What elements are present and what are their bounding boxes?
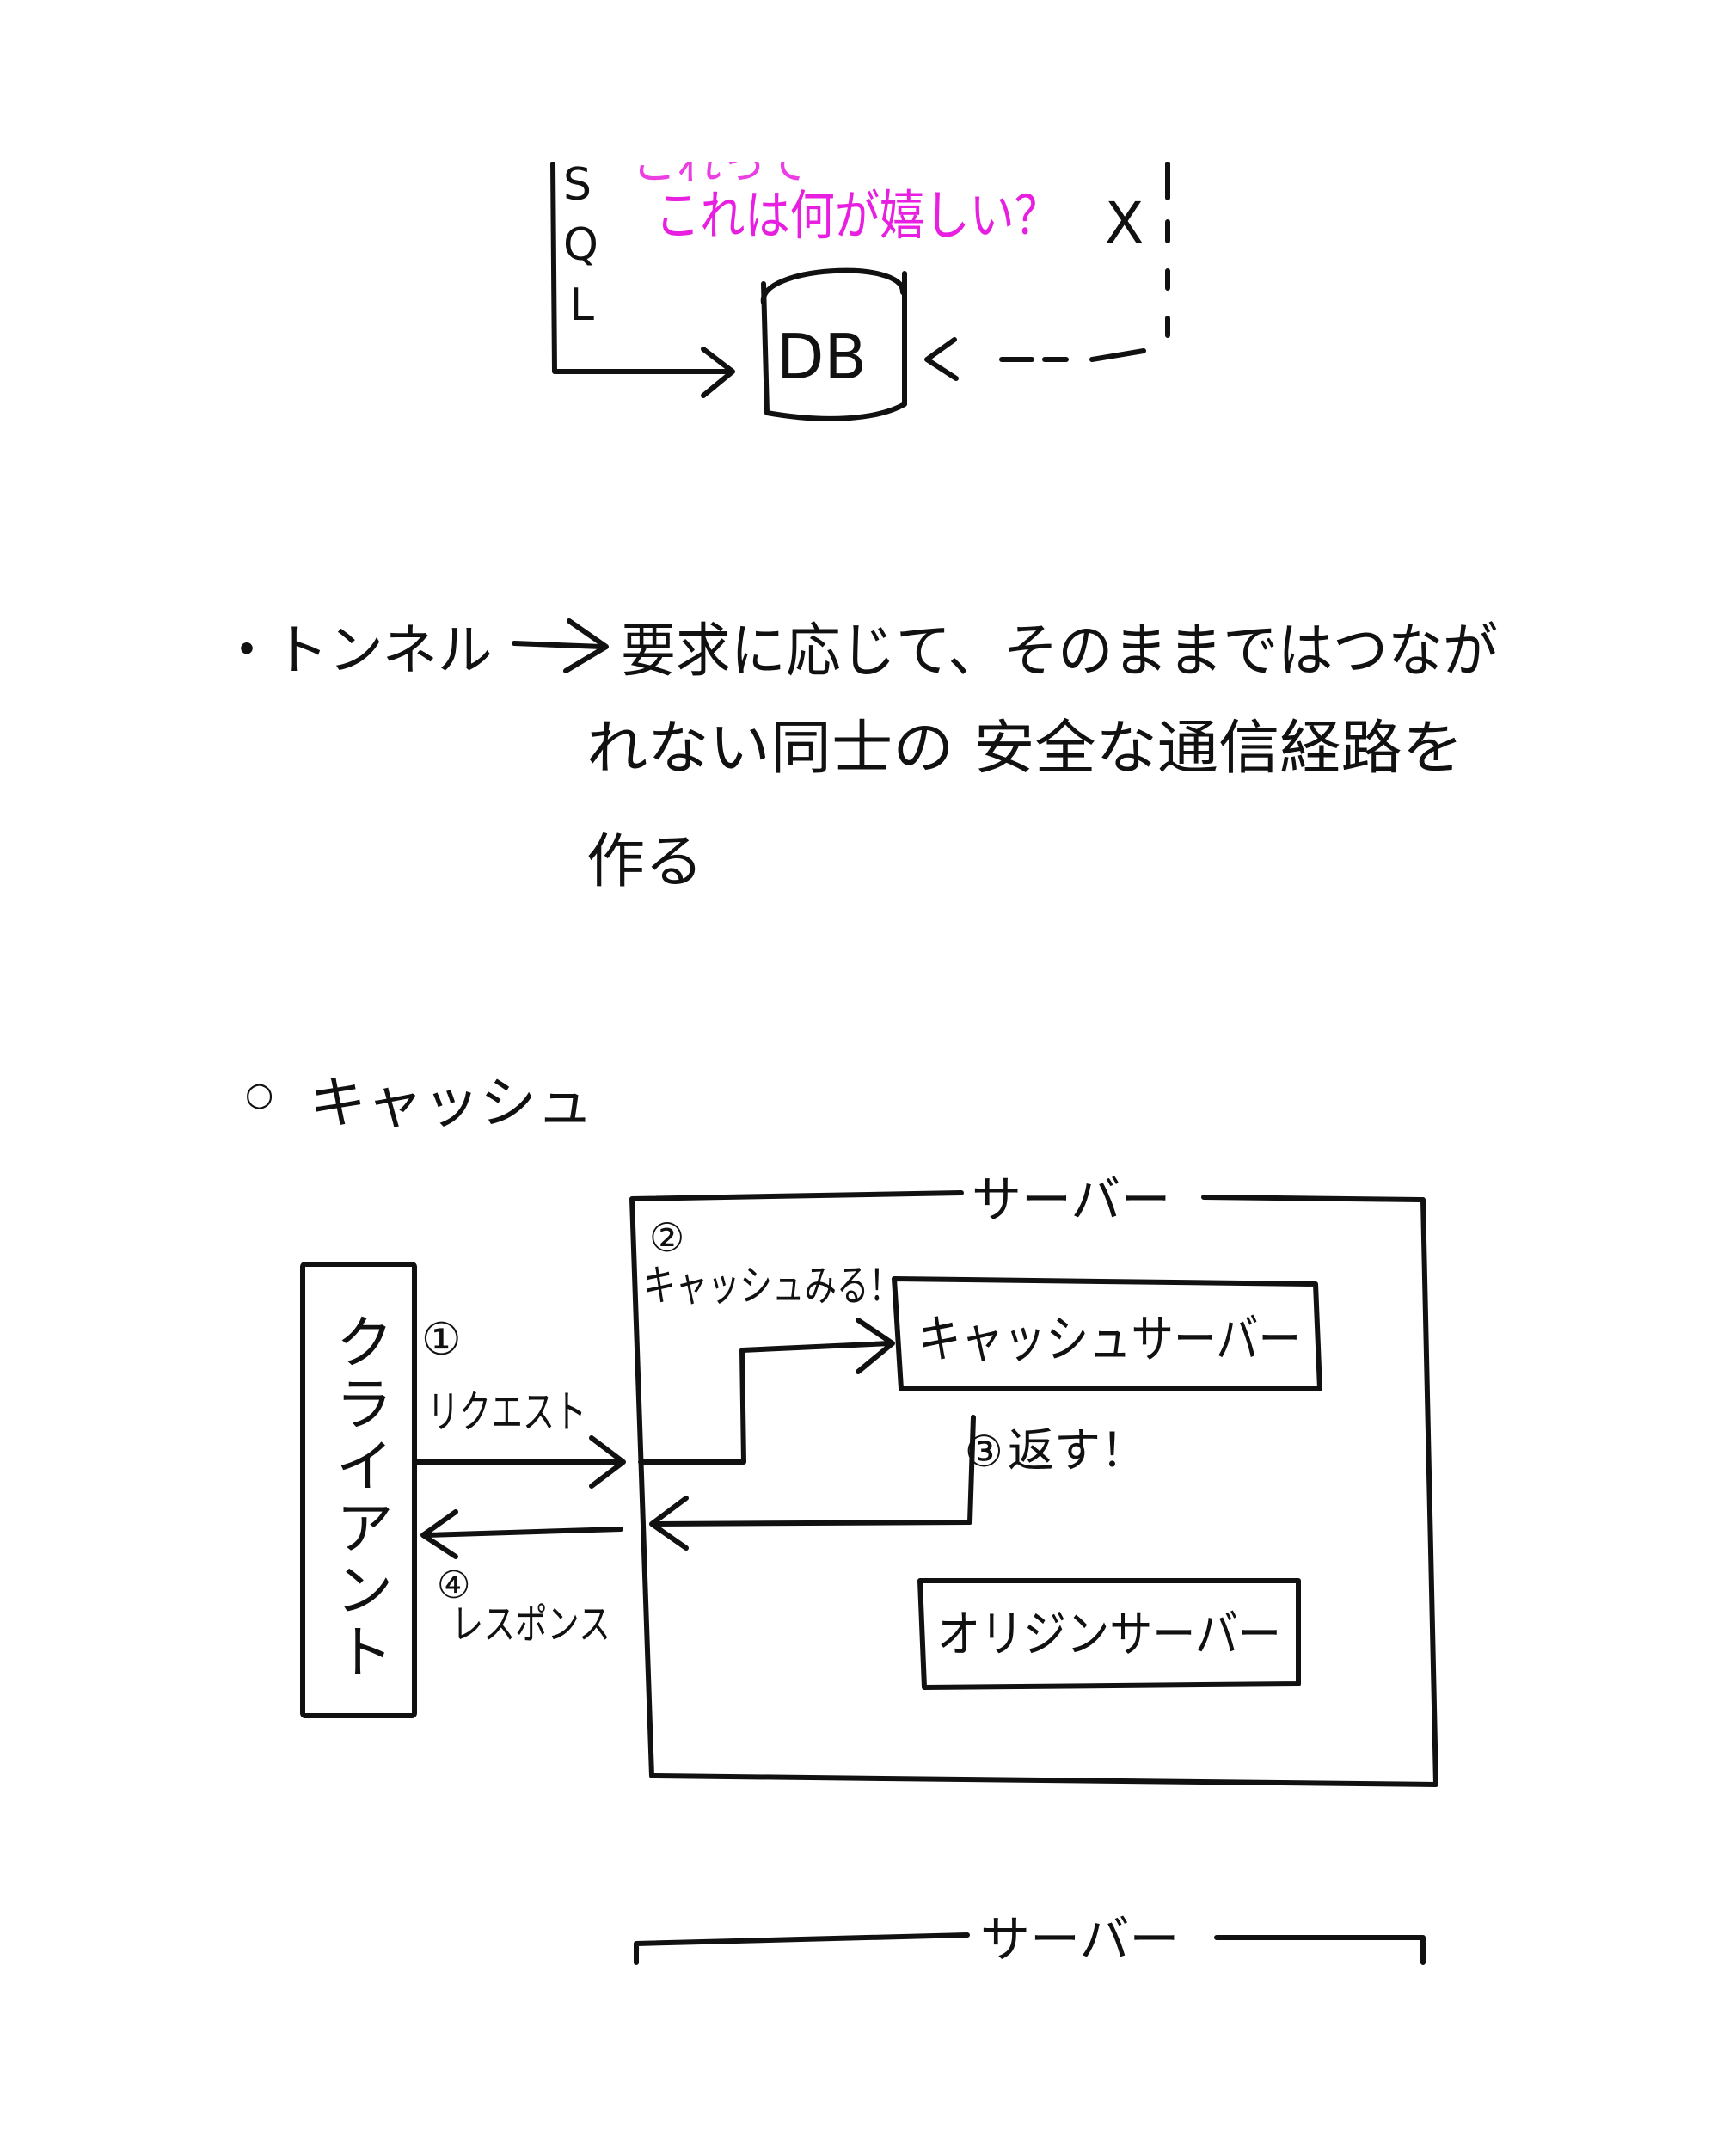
server-box — [629, 1190, 1438, 1787]
top-cut-mask — [0, 0, 1736, 162]
db-label: DB — [776, 321, 867, 393]
next-server-box-partial — [634, 1932, 1426, 1965]
to-cache-line — [638, 1318, 895, 1465]
server-label: サーバー — [972, 1170, 1170, 1229]
step3-number: ③ — [965, 1427, 1003, 1477]
step1-text: リクエスト — [427, 1387, 586, 1439]
step4-number: ④ — [437, 1563, 470, 1607]
next-server-label: サーバー — [980, 1910, 1179, 1969]
tunnel-term: トンネル — [273, 619, 493, 683]
tunnel-line-1: 要求に応じて、そのままではつなが — [621, 617, 1498, 685]
sql-db-diagram — [550, 161, 1170, 421]
return-line — [649, 1415, 976, 1551]
tunnel-line-3: 作る — [586, 828, 703, 896]
blocked-mark: X — [1105, 190, 1144, 256]
tunnel-arrow — [512, 618, 609, 673]
bottom-cut-mask — [0, 1965, 1736, 2150]
question-partial: これって — [632, 138, 808, 190]
origin-server-box — [917, 1578, 1301, 1690]
sql-arrow-head — [701, 347, 735, 398]
sql-letter-q: Q — [563, 219, 598, 271]
cache-server-box — [892, 1276, 1322, 1391]
db-arrow-head — [924, 337, 959, 381]
origin-server-label: オリジンサーバー — [937, 1605, 1281, 1663]
request-arrow — [414, 1435, 626, 1489]
cache-server-label: キャッシュサーバー — [918, 1310, 1301, 1370]
db-cylinder-top — [760, 267, 906, 305]
blocked-dashed-line — [999, 161, 1170, 362]
question-text: これは何が嬉しい？ — [655, 184, 1059, 247]
cache-diagram — [300, 1190, 1438, 1787]
db-cylinder-body — [761, 271, 907, 421]
cache-heading: キャッシュ — [310, 1070, 593, 1136]
tunnel-bullet: ・ — [219, 619, 274, 683]
step2-text: キャッシュみる！ — [643, 1261, 901, 1311]
step3-text: 返す！ — [1008, 1423, 1147, 1477]
step1-number: ① — [421, 1314, 462, 1366]
sql-flow-line — [550, 161, 732, 374]
tunnel-line-2: れない同士の 安全な通信経路を — [586, 715, 1463, 783]
step2-number: ② — [649, 1214, 684, 1261]
client-label: クライアント — [325, 1312, 393, 1683]
response-arrow — [420, 1509, 623, 1559]
sql-letter-s: S — [563, 159, 592, 211]
client-box — [300, 1262, 417, 1718]
step4-text: レスポンス — [451, 1600, 610, 1649]
sql-letter-l: L — [569, 280, 594, 331]
cache-bullet: ○ — [245, 1075, 273, 1113]
